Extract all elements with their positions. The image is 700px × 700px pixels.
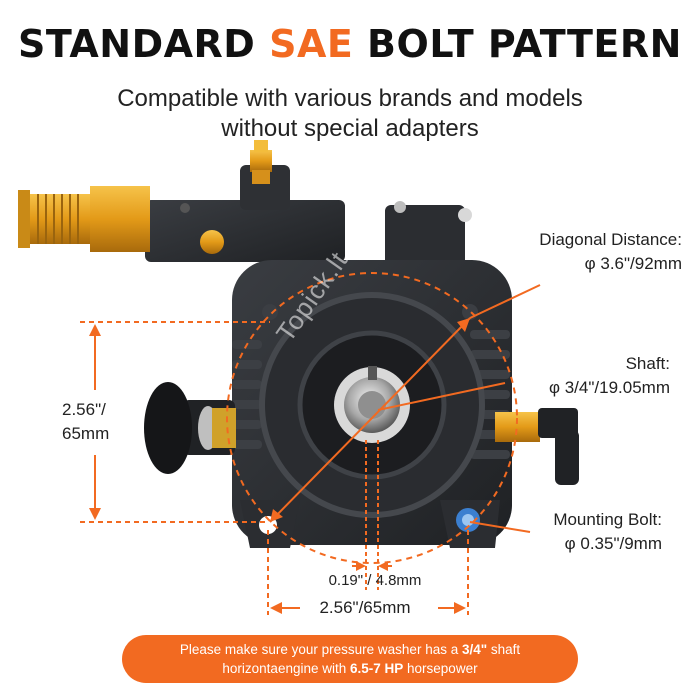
- subtitle-line-2: without special adapters: [221, 115, 479, 142]
- bolt-spec: Mounting Bolt: φ 0.35"/9mm: [553, 508, 662, 556]
- shaft-spec: Shaft: φ 3/4"/19.05mm: [549, 352, 670, 400]
- subtitle: Compatible with various brands and model…: [0, 84, 700, 144]
- diagonal-label: Diagonal Distance:: [539, 230, 682, 249]
- bolt-label: Mounting Bolt:: [553, 510, 662, 529]
- title-text: STANDARD: [18, 22, 270, 66]
- page-title: STANDARD SAE BOLT PATTERN: [0, 22, 700, 66]
- keyway-dimension: 0.19" / 4.8mm: [328, 572, 422, 589]
- brass-nipple: [250, 140, 272, 184]
- title-text-end: BOLT PATTERN: [353, 22, 682, 66]
- pump-head: [145, 165, 472, 275]
- footer-banner: Please make sure your pressure washer ha…: [122, 635, 578, 683]
- dimension-arrows: [89, 318, 470, 614]
- vertical-dimension-line-2: 65mm: [62, 424, 110, 443]
- pump-body: [232, 260, 512, 545]
- diagonal-value: φ 3.6"/92mm: [584, 254, 682, 273]
- shaft-label: Shaft:: [625, 354, 670, 373]
- brass-outlet: [18, 186, 224, 254]
- footer-line-2: horizontaengine with 6.5-7 HP horsepower: [222, 661, 478, 676]
- pressure-knob: [144, 382, 236, 474]
- diagonal-spec: Diagonal Distance: φ 3.6"/92mm: [539, 228, 682, 276]
- shaft-value: φ 3/4"/19.05mm: [548, 378, 670, 397]
- horizontal-dimension: 2.56"/65mm: [319, 598, 411, 617]
- vertical-dimension-line-1: 2.56"/: [62, 400, 106, 419]
- subtitle-line-1: Compatible with various brands and model…: [117, 85, 583, 112]
- title-accent: SAE: [269, 22, 354, 66]
- bolt-value: φ 0.35"/9mm: [564, 534, 662, 553]
- vertical-dimension: 2.56"/ 65mm: [62, 398, 109, 446]
- inlet-fitting: [495, 408, 579, 485]
- footer-line-1: Please make sure your pressure washer ha…: [179, 642, 521, 657]
